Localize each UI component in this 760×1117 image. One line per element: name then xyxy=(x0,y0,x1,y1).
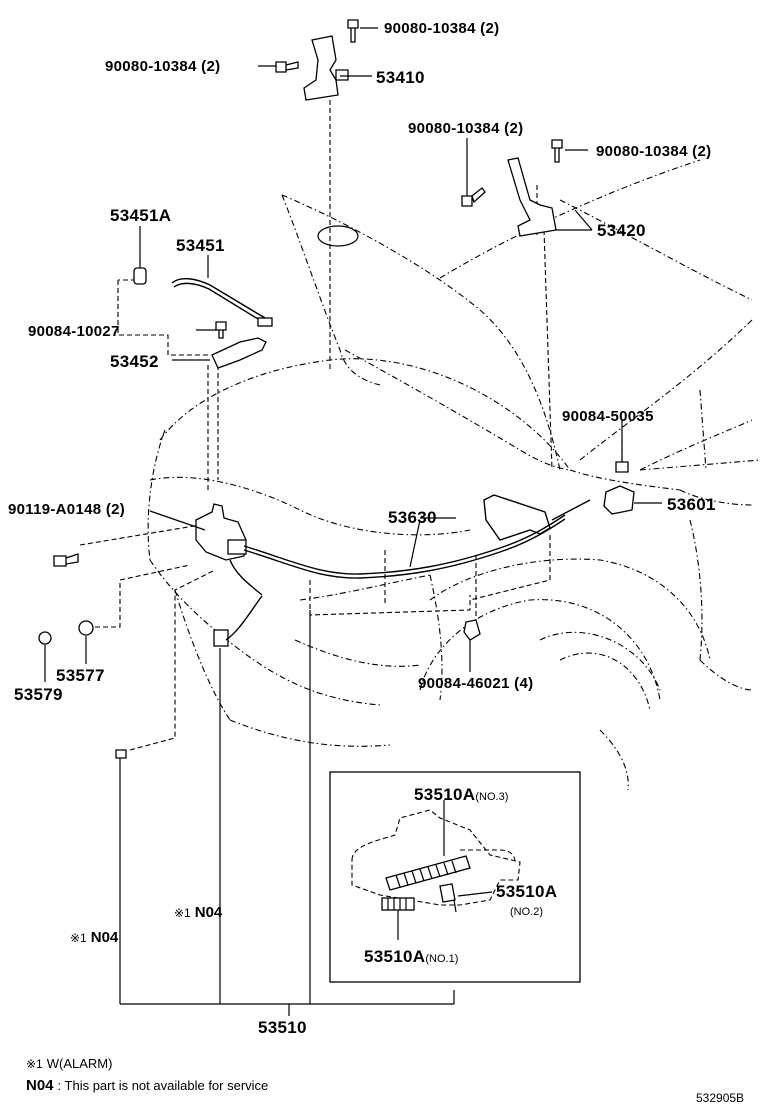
bolt-icon xyxy=(461,187,486,207)
label-bolt-mid-left: 90080-10384 (2) xyxy=(408,120,523,137)
hood-cushion xyxy=(133,267,147,285)
cushion-53577 xyxy=(78,620,94,636)
cushion-53579 xyxy=(38,631,52,645)
label-spring-no3: 53510A(NO.3) xyxy=(414,785,508,804)
parts xyxy=(38,19,635,759)
label-latch-assy: 53510 xyxy=(258,1018,307,1037)
label-hinge-right: 53420 xyxy=(597,221,646,240)
rod-holder xyxy=(211,337,267,369)
label-bolt-top-left: 90080-10384 (2) xyxy=(105,58,220,75)
leader-lines xyxy=(79,100,623,751)
label-clips-cable: 90084-46021 (4) xyxy=(418,675,533,692)
vehicle-outline xyxy=(147,159,760,791)
label-stay-holder: 53452 xyxy=(110,352,159,371)
legend-n04-line: N04: This part is not available for serv… xyxy=(26,1077,268,1094)
bolt-icon xyxy=(551,139,563,163)
spring-inset xyxy=(329,771,581,983)
figure-ref: 532905B xyxy=(696,1091,744,1105)
spring-no3 xyxy=(385,855,471,891)
hood-hinge-right xyxy=(507,157,557,237)
label-bolt-mid-right: 90080-10384 (2) xyxy=(596,143,711,160)
label-spring-no2: 53510A xyxy=(496,882,557,901)
label-cushion: 53451A xyxy=(110,206,171,225)
label-leaders xyxy=(44,27,662,1016)
label-clip-right: 90084-50035 xyxy=(562,408,654,425)
bolt-icon xyxy=(347,19,359,43)
hood-support-rod xyxy=(171,278,273,323)
label-cushion-b: 53579 xyxy=(14,685,63,704)
label-stay: 53451 xyxy=(176,236,225,255)
bolt-icon xyxy=(53,553,79,567)
label-hinge-left: 53410 xyxy=(376,68,425,87)
label-lever: 53601 xyxy=(667,495,716,514)
spring-no1 xyxy=(381,897,415,911)
bolt-icon xyxy=(275,61,299,73)
spring-no2 xyxy=(439,883,457,913)
label-cable: 53630 xyxy=(388,508,437,527)
label-clip-stay: 90084-10027 xyxy=(28,323,120,340)
label-spring-no2-sub: (NO.2) xyxy=(510,906,543,918)
bolt-icon xyxy=(115,749,127,759)
label-bolt-top-right: 90080-10384 (2) xyxy=(384,20,499,37)
hood-hinge-left xyxy=(303,35,339,101)
clip-icon xyxy=(615,461,629,473)
release-cable xyxy=(243,514,566,575)
label-cushion-a: 53577 xyxy=(56,666,105,685)
label-spring-no1: 53510A(NO.1) xyxy=(364,947,458,966)
clamp-icon xyxy=(463,619,481,641)
label-bolt-lock: 90119-A0148 (2) xyxy=(8,501,125,518)
release-lever xyxy=(603,485,635,515)
part-labels: 90080-10384 (2) 90080-10384 (2) 53410 90… xyxy=(8,20,716,1037)
clip-icon xyxy=(215,321,227,339)
